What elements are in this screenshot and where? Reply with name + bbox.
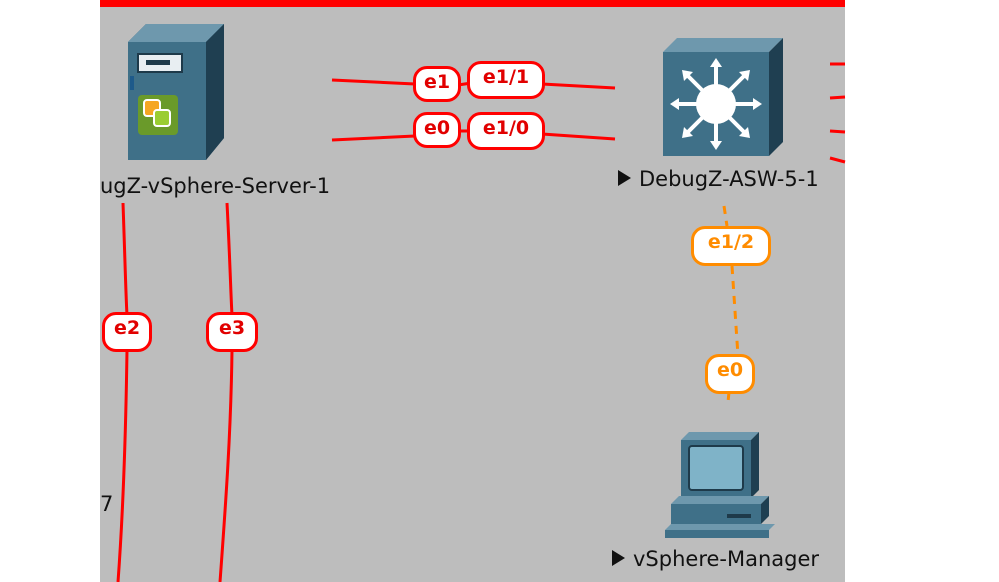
manager-label-text: vSphere-Manager <box>633 547 820 571</box>
expand-triangle-icon <box>618 170 631 186</box>
vsphere-server-icon <box>128 24 224 160</box>
vsphere-manager-node[interactable] <box>665 432 783 538</box>
link-highlight-bar <box>100 0 845 7</box>
manager-label: vSphere-Manager <box>612 547 819 571</box>
interface-badge-server-e3[interactable]: e3 <box>206 312 258 352</box>
link-stub-4 <box>829 156 846 164</box>
switch-node[interactable] <box>663 36 783 158</box>
server-label: ugZ-vSphere-Server-1 <box>100 174 331 198</box>
computer-icon <box>665 432 775 538</box>
interface-badge-server-e2[interactable]: e2 <box>102 312 152 352</box>
interface-badge-server-e0[interactable]: e0 <box>413 112 461 148</box>
expand-triangle-icon <box>612 550 625 566</box>
link-stub-2 <box>829 95 846 100</box>
interface-badge-manager-e0[interactable]: e0 <box>705 354 755 394</box>
multilayer-switch-icon <box>663 38 783 156</box>
interface-badge-switch-e1-2[interactable]: e1/2 <box>691 226 771 266</box>
interface-badge-server-e1[interactable]: e1 <box>413 66 461 102</box>
switch-label-text: DebugZ-ASW-5-1 <box>639 167 819 191</box>
offscreen-label-fragment: 7 <box>100 492 114 516</box>
interface-badge-switch-e1-0[interactable]: e1/0 <box>467 112 545 150</box>
link-stub-3 <box>829 129 846 134</box>
interface-badge-switch-e1-1[interactable]: e1/1 <box>467 61 545 99</box>
link-e2 <box>116 202 129 582</box>
vsphere-server-node[interactable] <box>128 20 226 162</box>
switch-label: DebugZ-ASW-5-1 <box>618 167 819 191</box>
link-e3 <box>218 202 234 582</box>
